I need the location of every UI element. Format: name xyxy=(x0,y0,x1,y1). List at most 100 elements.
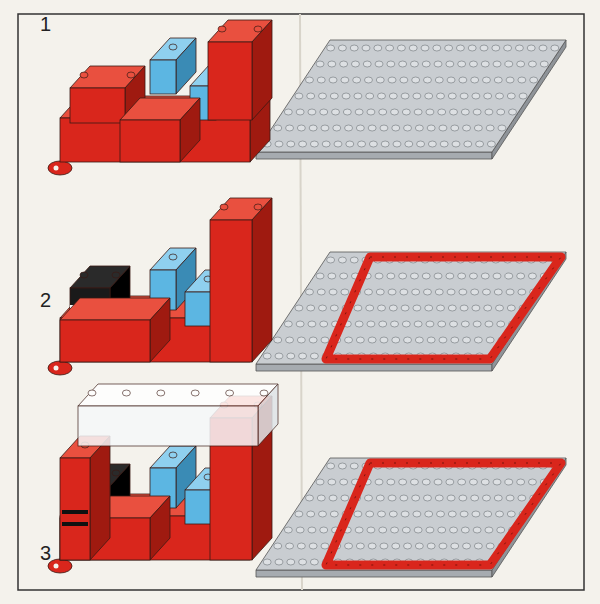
stud xyxy=(519,93,527,99)
stud xyxy=(464,141,472,147)
stud xyxy=(284,109,292,115)
stud xyxy=(493,273,501,279)
tow-hook xyxy=(48,559,72,573)
stud xyxy=(284,527,292,533)
stud xyxy=(351,61,359,67)
stud xyxy=(388,495,396,501)
stud xyxy=(297,543,305,549)
stud xyxy=(528,273,536,279)
stud xyxy=(122,390,130,396)
stud xyxy=(527,45,535,51)
stud xyxy=(450,321,458,327)
stud xyxy=(287,141,295,147)
stud xyxy=(487,141,495,147)
stud xyxy=(362,45,370,51)
stud xyxy=(320,321,328,327)
stud xyxy=(305,495,313,501)
stud xyxy=(296,109,304,115)
stud xyxy=(388,77,396,83)
stud xyxy=(305,289,313,295)
stud xyxy=(509,109,517,115)
plate-front xyxy=(256,364,492,371)
stud xyxy=(507,93,515,99)
stud xyxy=(494,495,502,501)
stud xyxy=(350,45,358,51)
stud xyxy=(486,543,494,549)
stud xyxy=(317,77,325,83)
stud xyxy=(328,61,336,67)
stud xyxy=(481,479,489,485)
stud xyxy=(426,109,434,115)
stud xyxy=(435,289,443,295)
stud xyxy=(375,61,383,67)
stud xyxy=(460,93,468,99)
stud xyxy=(446,273,454,279)
stud xyxy=(515,45,523,51)
stud xyxy=(391,109,399,115)
stud xyxy=(254,26,262,32)
stud xyxy=(446,479,454,485)
stud xyxy=(317,289,325,295)
stud xyxy=(410,61,418,67)
stud xyxy=(389,93,397,99)
stud xyxy=(494,77,502,83)
stud xyxy=(299,353,307,359)
stud xyxy=(485,109,493,115)
stud xyxy=(492,45,500,51)
stud xyxy=(333,125,341,131)
brick-front xyxy=(60,320,150,362)
stud xyxy=(517,479,525,485)
stud xyxy=(404,337,412,343)
stud xyxy=(472,93,480,99)
stud xyxy=(463,543,471,549)
stud xyxy=(435,495,443,501)
stud xyxy=(367,109,375,115)
stud xyxy=(474,125,482,131)
stud xyxy=(481,273,489,279)
stud xyxy=(375,479,383,485)
stud xyxy=(286,125,294,131)
stud xyxy=(484,511,492,517)
stud xyxy=(539,45,547,51)
stud xyxy=(340,61,348,67)
stud xyxy=(319,93,327,99)
stud xyxy=(350,463,358,469)
stud xyxy=(381,141,389,147)
stud xyxy=(507,305,515,311)
stud xyxy=(461,321,469,327)
brick-scene xyxy=(48,20,566,577)
brick-front xyxy=(78,406,258,446)
stud xyxy=(226,390,234,396)
stud xyxy=(389,511,397,517)
stud xyxy=(422,273,430,279)
stud xyxy=(463,337,471,343)
stud xyxy=(458,479,466,485)
stud xyxy=(421,45,429,51)
stud xyxy=(80,272,88,278)
brick-front xyxy=(210,220,252,362)
stud xyxy=(518,495,526,501)
stud xyxy=(263,353,271,359)
stud xyxy=(400,289,408,295)
stud xyxy=(341,495,349,501)
stud xyxy=(387,273,395,279)
stud xyxy=(459,77,467,83)
stud xyxy=(469,61,477,67)
stud xyxy=(392,337,400,343)
stud xyxy=(287,559,295,565)
stud xyxy=(397,45,405,51)
stud xyxy=(375,273,383,279)
stud xyxy=(322,141,330,147)
stud xyxy=(327,463,335,469)
brick-side xyxy=(150,496,170,560)
stud xyxy=(404,125,412,131)
stud xyxy=(191,390,199,396)
stud xyxy=(379,527,387,533)
stud xyxy=(399,273,407,279)
stud xyxy=(530,77,538,83)
stud xyxy=(169,254,177,260)
brick-front xyxy=(60,458,90,560)
stud xyxy=(437,305,445,311)
stud xyxy=(474,337,482,343)
